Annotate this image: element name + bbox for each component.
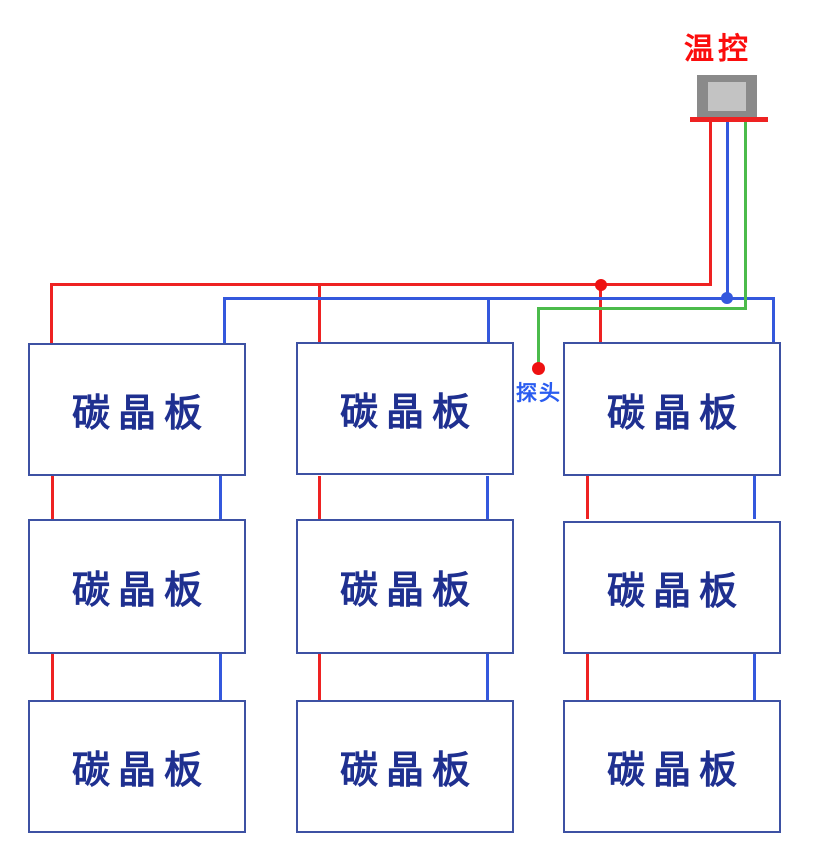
red-wire-branch-col2 [318,286,321,344]
connector-r1r2-col3-red [586,476,589,519]
green-wire-run [537,307,747,310]
connector-r2r3-col3-red [586,654,589,700]
carbon-panel-label: 碳晶板 [606,750,745,792]
carbon-panel-r3c2: 碳晶板 [296,700,514,833]
carbon-panel-r1c3: 碳晶板 [563,342,781,476]
blue-wire-branch-col1 [223,300,226,345]
connector-r1r2-col3-blue [753,476,756,519]
carbon-panel-label: 碳晶板 [339,750,478,792]
connector-r2r3-col1-red [51,654,54,700]
thermostat-terminal-bar [690,117,768,122]
red-junction-dot [595,279,607,291]
carbon-panel-r2c3: 碳晶板 [563,521,781,654]
carbon-panel-label: 碳晶板 [339,570,478,612]
connector-r2r3-col3-blue [753,654,756,700]
carbon-panel-label: 碳晶板 [606,571,745,613]
thermostat-screen [708,82,746,111]
carbon-panel-r3c3: 碳晶板 [563,700,781,833]
carbon-panel-r2c2: 碳晶板 [296,519,514,654]
red-wire-bus [50,283,712,286]
carbon-panel-r3c1: 碳晶板 [28,700,246,833]
green-wire-thermostat-drop [744,122,747,310]
red-wire-branch-col3 [599,286,602,347]
connector-r1r2-col1-red [51,476,54,519]
carbon-panel-label: 碳晶板 [606,392,745,435]
carbon-panel-r2c1: 碳晶板 [28,519,246,654]
carbon-panel-r1c2: 碳晶板 [296,342,514,475]
connector-r1r2-col2-blue [486,476,489,519]
green-wire-probe-drop [537,310,540,364]
connector-r2r3-col2-blue [486,654,489,700]
connector-r2r3-col1-blue [219,654,222,700]
red-wire-branch-col1 [50,286,53,345]
carbon-panel-r1c1: 碳晶板 [28,343,246,476]
thermostat-icon [697,75,757,118]
probe-label: 探头 [516,382,562,405]
blue-wire-branch-col3 [772,300,775,345]
carbon-panel-label: 碳晶板 [71,570,210,612]
carbon-panel-label: 碳晶板 [339,392,478,434]
probe-sensor-dot [532,362,545,375]
carbon-panel-label: 碳晶板 [71,393,210,435]
blue-wire-branch-col2 [487,300,490,345]
thermostat-label: 温控 [684,33,752,66]
red-wire-thermostat-drop [709,122,712,286]
connector-r1r2-col2-red [318,476,321,519]
blue-wire-thermostat-drop [726,122,729,299]
carbon-panel-label: 碳晶板 [71,750,210,792]
connector-r2r3-col2-red [318,654,321,700]
blue-junction-dot [721,292,733,304]
connector-r1r2-col1-blue [219,476,222,519]
blue-wire-bus [223,297,775,300]
